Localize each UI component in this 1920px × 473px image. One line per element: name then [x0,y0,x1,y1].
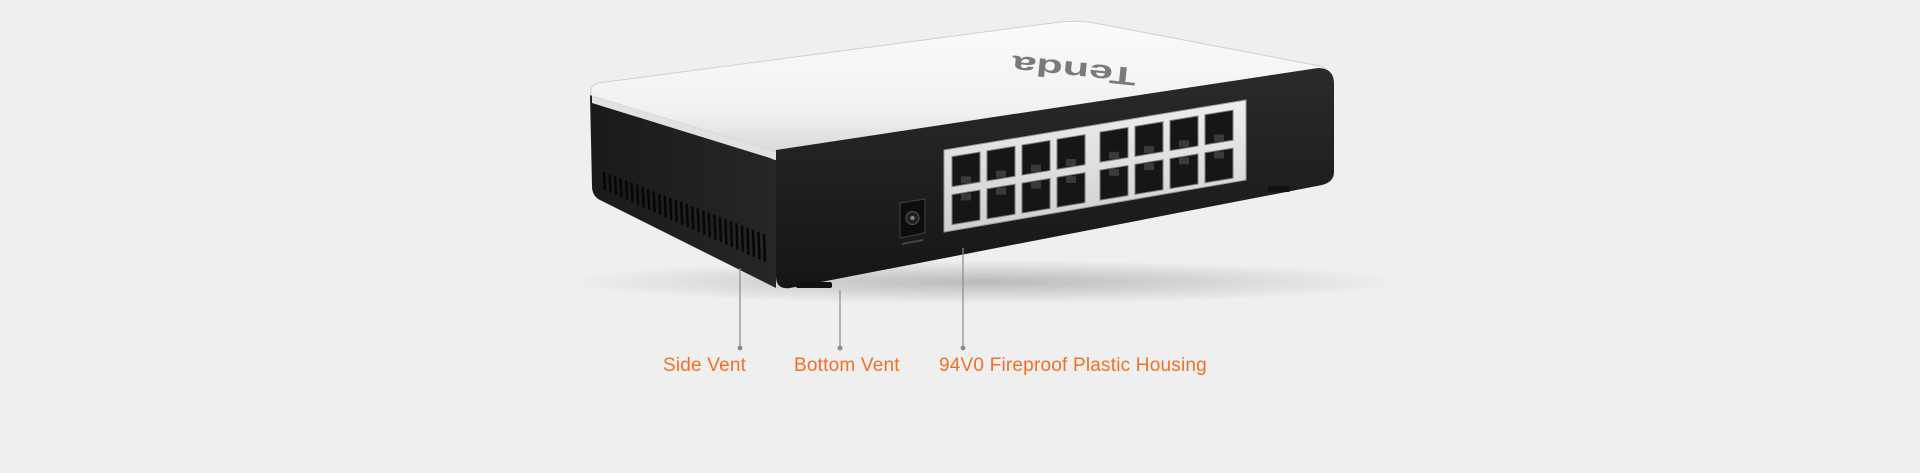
vent-slot [718,216,723,243]
rj45-port [1021,177,1051,214]
vent-slot [657,193,662,215]
vent-slot [669,197,673,220]
vent-slot [630,182,634,203]
vent-slot [635,184,640,205]
vent-slot [702,210,706,235]
vent-slot [646,189,651,210]
vent-slot [735,223,739,250]
leader-lines [739,248,964,346]
rj45-port [1056,134,1086,170]
rj45-port-latch [1109,168,1119,176]
rj45-port-latch [1066,158,1076,166]
rj45-port-latch [961,176,971,184]
vent-slot [680,201,684,225]
vent-slot [619,178,623,198]
vent-slot [740,225,745,253]
rj45-port-latch [1214,134,1224,142]
rj45-port-latch [1066,175,1076,183]
rj45-port [1134,159,1164,195]
rj45-port-latch [1031,164,1041,172]
rj45-port [1169,153,1199,190]
rj45-port-latch [1144,163,1154,171]
rj45-port [1169,115,1199,152]
callout-side-vent: Side Vent [663,355,747,376]
vent-slot [746,227,750,255]
vent-slot [641,186,645,208]
vent-slot [729,221,734,248]
vent-slot [751,229,756,258]
rj45-port-latch [1214,151,1224,159]
rj45-port [1021,139,1051,176]
vent-slot [663,195,667,218]
vent-slot [757,231,761,260]
vent-slot [724,218,728,245]
front-right-foot [1268,186,1290,192]
vent-slot [652,191,656,213]
vent-slot [685,204,689,228]
rj45-port-latch [961,193,971,201]
callout-bottom-vent: Bottom Vent [794,355,900,376]
rj45-port [1204,109,1234,146]
vent-slot [608,174,612,193]
rj45-port [951,151,981,188]
front-left-foot [796,282,832,288]
leader-dot-bottom-vent [837,345,843,351]
rj45-port-latch [1031,181,1041,189]
vent-slot [696,208,700,233]
rj45-port-latch [1144,146,1154,154]
rj45-port-latch [1179,140,1189,148]
rj45-port [986,183,1016,220]
rj45-port [951,189,981,226]
rj45-port-latch [1179,157,1189,165]
rj45-ports [951,109,1234,226]
rj45-port [1204,147,1234,184]
vent-slot [707,212,712,238]
vent-slot [762,233,767,263]
dc-power-jack [899,198,926,245]
vent-slot [691,206,695,230]
leader-dot-side-vent [737,345,743,351]
leader-dot-housing [960,345,966,351]
rj45-port [1099,164,1129,201]
leader-dots [737,345,966,351]
rj45-port [986,145,1016,182]
floor-shadow [565,260,1405,304]
vent-slot [602,171,607,191]
vent-slot [674,199,678,223]
callout-fireproof-housing: 94V0 Fireproof Plastic Housing [939,355,1207,376]
vent-slot [624,180,629,200]
rj45-port [1134,121,1164,157]
side-vent-slots [602,171,767,263]
vent-slot [713,214,717,240]
rj45-port [1099,126,1129,163]
rj45-port-latch [996,187,1006,195]
rj45-port-latch [996,170,1006,178]
rj45-port-latch [1109,151,1119,159]
rj45-port [1056,172,1086,208]
vent-slot [613,176,618,196]
